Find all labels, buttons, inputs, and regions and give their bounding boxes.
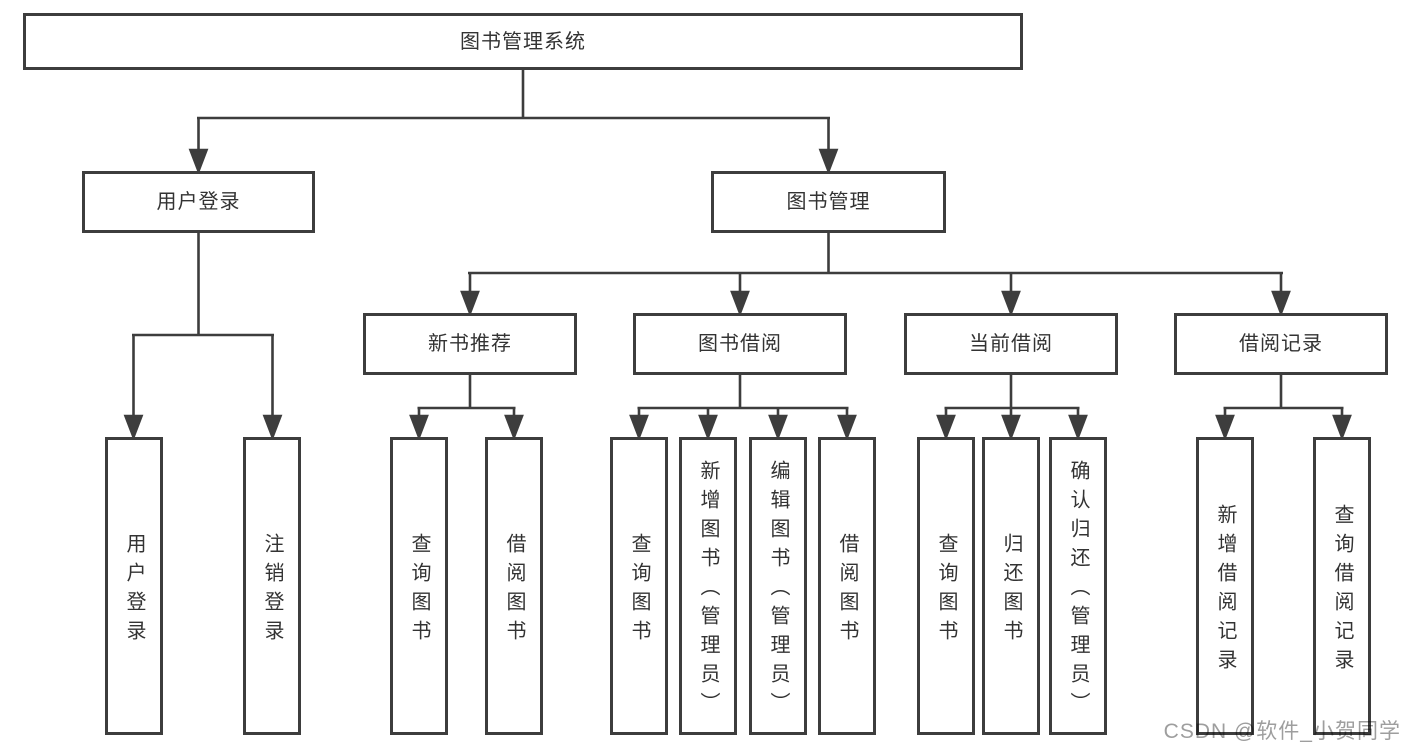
node-user-login: 用户登录 [82,171,315,233]
csdn-watermark: CSDN @软件_小贺同学 [1163,720,1401,743]
node-new-book-recommend: 新书推荐 [363,313,577,375]
leaf-borrow-books: 借阅图书 [818,437,876,735]
leaf-borrow-books-recommend: 借阅图书 [485,437,543,735]
node-current-borrow: 当前借阅 [904,313,1118,375]
connector-user-login-to-leaves [123,233,283,441]
leaf-logout: 注销登录 [243,437,301,735]
leaf-add-books-admin: 新增图书（管理员） [679,437,737,735]
connector-new-book-recommend-to-leaves [409,375,524,441]
connector-root-to-level2 [188,70,839,175]
node-root-library-management-system: 图书管理系统 [23,13,1023,70]
connector-book-management-to-level3 [460,233,1291,317]
connector-borrow-record-to-leaves [1215,375,1352,441]
leaf-return-books: 归还图书 [982,437,1040,735]
connector-current-borrow-to-leaves [936,375,1088,441]
leaf-user-login: 用户登录 [105,437,163,735]
node-book-management: 图书管理 [711,171,946,233]
leaf-query-borrow-record: 查询借阅记录 [1313,437,1371,735]
leaf-edit-books-admin: 编辑图书（管理员） [749,437,807,735]
leaf-query-books-recommend: 查询图书 [390,437,448,735]
node-book-borrow: 图书借阅 [633,313,847,375]
node-borrow-record: 借阅记录 [1174,313,1388,375]
leaf-query-books-borrow: 查询图书 [610,437,668,735]
leaf-query-books-current: 查询图书 [917,437,975,735]
connector-book-borrow-to-leaves [629,375,857,441]
leaf-confirm-return-admin: 确认归还（管理员） [1049,437,1107,735]
leaf-add-borrow-record: 新增借阅记录 [1196,437,1254,735]
